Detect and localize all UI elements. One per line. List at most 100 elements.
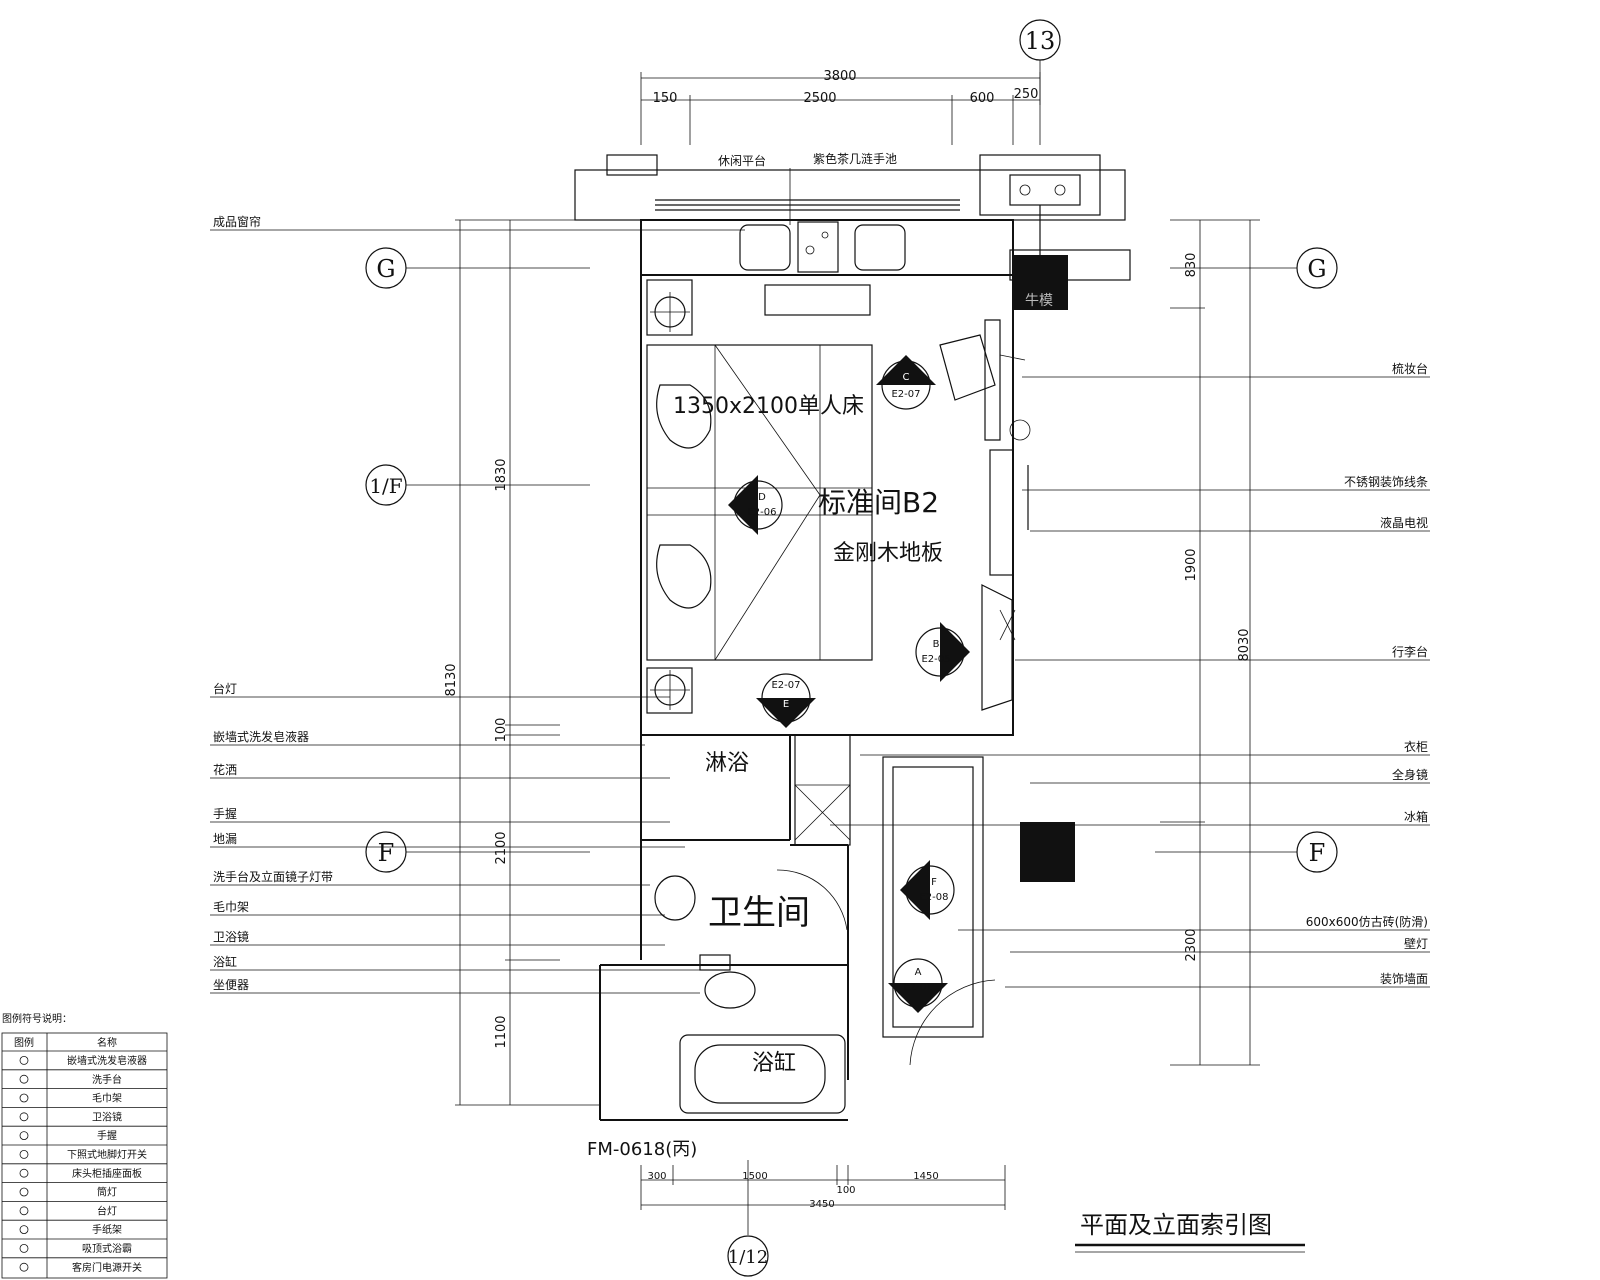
- dim-bottom-1: 300: [647, 1171, 666, 1182]
- bottom-dimensions: 300 1500 100 1450 3450: [640, 1165, 1006, 1210]
- legend-row-label: 嵌墙式洗发皂液器: [67, 1054, 147, 1067]
- legend-header-symbol: 图例: [14, 1036, 34, 1049]
- legend-symbol-icon: [19, 1262, 29, 1272]
- dim-top-3: 600: [970, 91, 995, 106]
- top-dimensions: 3800 150 2500 600 250: [640, 69, 1041, 145]
- index-marker-f: F E2-08: [900, 860, 955, 920]
- legend-symbol-icon: [19, 1187, 29, 1197]
- grid-label-1-12: 1/12: [728, 1247, 768, 1268]
- right-furniture: [939, 319, 1031, 711]
- callout-left-1: 成品窗帘: [213, 214, 261, 229]
- bed-label: 1350x2100单人床: [673, 394, 864, 419]
- dim-left-3: 2100: [494, 831, 509, 864]
- dim-left-1: 1830: [494, 458, 509, 491]
- dim-top-1: 150: [653, 91, 678, 106]
- index-e-letter: E: [783, 699, 789, 710]
- drawing-title: 平面及立面索引图: [1080, 1211, 1272, 1239]
- dim-bottom-total: 3450: [809, 1199, 834, 1210]
- legend-symbol-icon: [19, 1206, 29, 1216]
- legend-row-label: 下照式地脚灯开关: [67, 1148, 147, 1161]
- dim-right-2: 1900: [1184, 548, 1199, 581]
- legend-symbol-icon: [19, 1093, 29, 1103]
- drawing-title-block: 平面及立面索引图: [1075, 1211, 1305, 1253]
- right-callouts: 梳妆台 不锈钢装饰线条 液晶电视 行李台 衣柜 全身镜 冰箱 600x600仿古…: [830, 361, 1430, 988]
- index-marker-e: E2-07 E: [756, 673, 816, 728]
- grid-label-13: 13: [1025, 27, 1056, 55]
- grid-axis-f-right: F: [1155, 831, 1338, 873]
- grid-axis-1f: 1/F: [365, 464, 590, 506]
- index-d-ref: E2-06: [747, 507, 776, 518]
- callout-right-3: 液晶电视: [1380, 515, 1428, 530]
- legend-header-name: 名称: [97, 1036, 117, 1049]
- legend-row-label: 台灯: [97, 1204, 117, 1217]
- dim-top-2: 2500: [803, 91, 836, 106]
- grid-label-1f: 1/F: [369, 474, 402, 498]
- index-c-letter: C: [903, 372, 910, 383]
- callout-right-4: 行李台: [1392, 644, 1428, 659]
- dim-top-total: 3800: [823, 69, 856, 84]
- watermark-text: 牛模: [1025, 293, 1053, 309]
- grid-axis-1-12: 1/12: [727, 1160, 769, 1277]
- bathroom-area: 淋浴 卫生间 浴缸 FM-0618(丙): [587, 734, 996, 1160]
- legend-row-label: 洗手台: [92, 1073, 122, 1086]
- left-callouts: 成品窗帘 台灯 嵌墙式洗发皂液器 花洒 手握 地漏 洗手台及立面镜子灯带 毛巾架…: [210, 214, 745, 994]
- index-marker-c: C E2-07: [876, 355, 936, 410]
- callout-left-7: 洗手台及立面镜子灯带: [213, 869, 333, 884]
- bed-area: 1350x2100单人床: [646, 279, 873, 714]
- legend-row-label: 手纸架: [92, 1223, 122, 1236]
- legend-symbol-icon: [19, 1168, 29, 1178]
- index-b-letter: B: [933, 639, 940, 650]
- shower-label: 淋浴: [705, 751, 749, 776]
- dim-right-total: 8030: [1237, 628, 1252, 661]
- legend-title: 图例符号说明：: [2, 1012, 72, 1025]
- callout-right-5: 衣柜: [1404, 739, 1428, 754]
- column-top: [1013, 255, 1068, 310]
- callout-left-9: 卫浴镜: [213, 929, 249, 944]
- index-f-ref: E2-08: [919, 892, 948, 903]
- right-dimensions: 830 1900 2300 8030: [1160, 219, 1260, 1066]
- main-walls: 牛模: [640, 219, 1075, 960]
- dim-top-4: 250: [1014, 87, 1039, 102]
- grid-axis-g-right: G: [1170, 247, 1338, 289]
- index-f-letter: F: [931, 877, 937, 888]
- bathtub-label: 浴缸: [752, 1051, 796, 1076]
- left-dimensions: 8130 1830 100 2100 1100: [444, 219, 600, 1106]
- index-marker-d: D E2-06: [728, 475, 783, 535]
- dim-right-3: 2300: [1184, 928, 1199, 961]
- legend-symbol-icon: [19, 1056, 29, 1065]
- callout-right-9: 壁灯: [1404, 936, 1428, 951]
- floor-material: 金刚木地板: [833, 541, 943, 566]
- dim-bottom-2: 1500: [742, 1171, 767, 1182]
- callout-left-4: 花洒: [213, 762, 237, 777]
- index-b-ref: E2-05: [921, 654, 950, 665]
- index-a-ref: E2-01: [903, 982, 932, 993]
- callout-left-10: 浴缸: [213, 954, 237, 969]
- index-a-letter: A: [915, 967, 922, 978]
- legend-table: 图例符号说明： 图例 名称 嵌墙式洗发皂液器洗手台毛巾架卫浴镜手握下照式地脚灯开…: [1, 1012, 168, 1279]
- index-c-ref: E2-07: [891, 389, 920, 400]
- dim-left-2: 100: [494, 718, 509, 743]
- index-marker-a: A E2-01: [888, 958, 948, 1013]
- legend-row-label: 客房门电源开关: [72, 1261, 142, 1274]
- legend-row-label: 卫浴镜: [92, 1110, 122, 1123]
- index-marker-b: B E2-05: [915, 622, 970, 682]
- dim-right-1: 830: [1184, 253, 1199, 278]
- legend-row-label: 吸顶式浴霸: [82, 1242, 132, 1255]
- callout-right-10: 装饰墙面: [1380, 972, 1428, 986]
- door-code: FM-0618(丙): [587, 1139, 697, 1160]
- callout-left-11: 坐便器: [213, 978, 249, 992]
- legend-symbol-icon: [19, 1112, 29, 1122]
- grid-axis-g-left: G: [365, 247, 590, 289]
- label-planter: 紫色茶几涟手池: [813, 151, 897, 166]
- legend-symbol-icon: [19, 1225, 29, 1234]
- legend-row-label: 筒灯: [97, 1186, 117, 1199]
- grid-label-f-right: F: [1309, 839, 1326, 867]
- callout-right-6: 全身镜: [1392, 767, 1428, 782]
- callout-right-7: 冰箱: [1404, 809, 1428, 824]
- index-d-letter: D: [758, 492, 766, 503]
- grid-axis-f-left: F: [365, 831, 590, 873]
- bathroom-label: 卫生间: [708, 893, 810, 933]
- callout-left-6: 地漏: [213, 832, 237, 846]
- label-balcony: 休闲平台: [718, 153, 766, 168]
